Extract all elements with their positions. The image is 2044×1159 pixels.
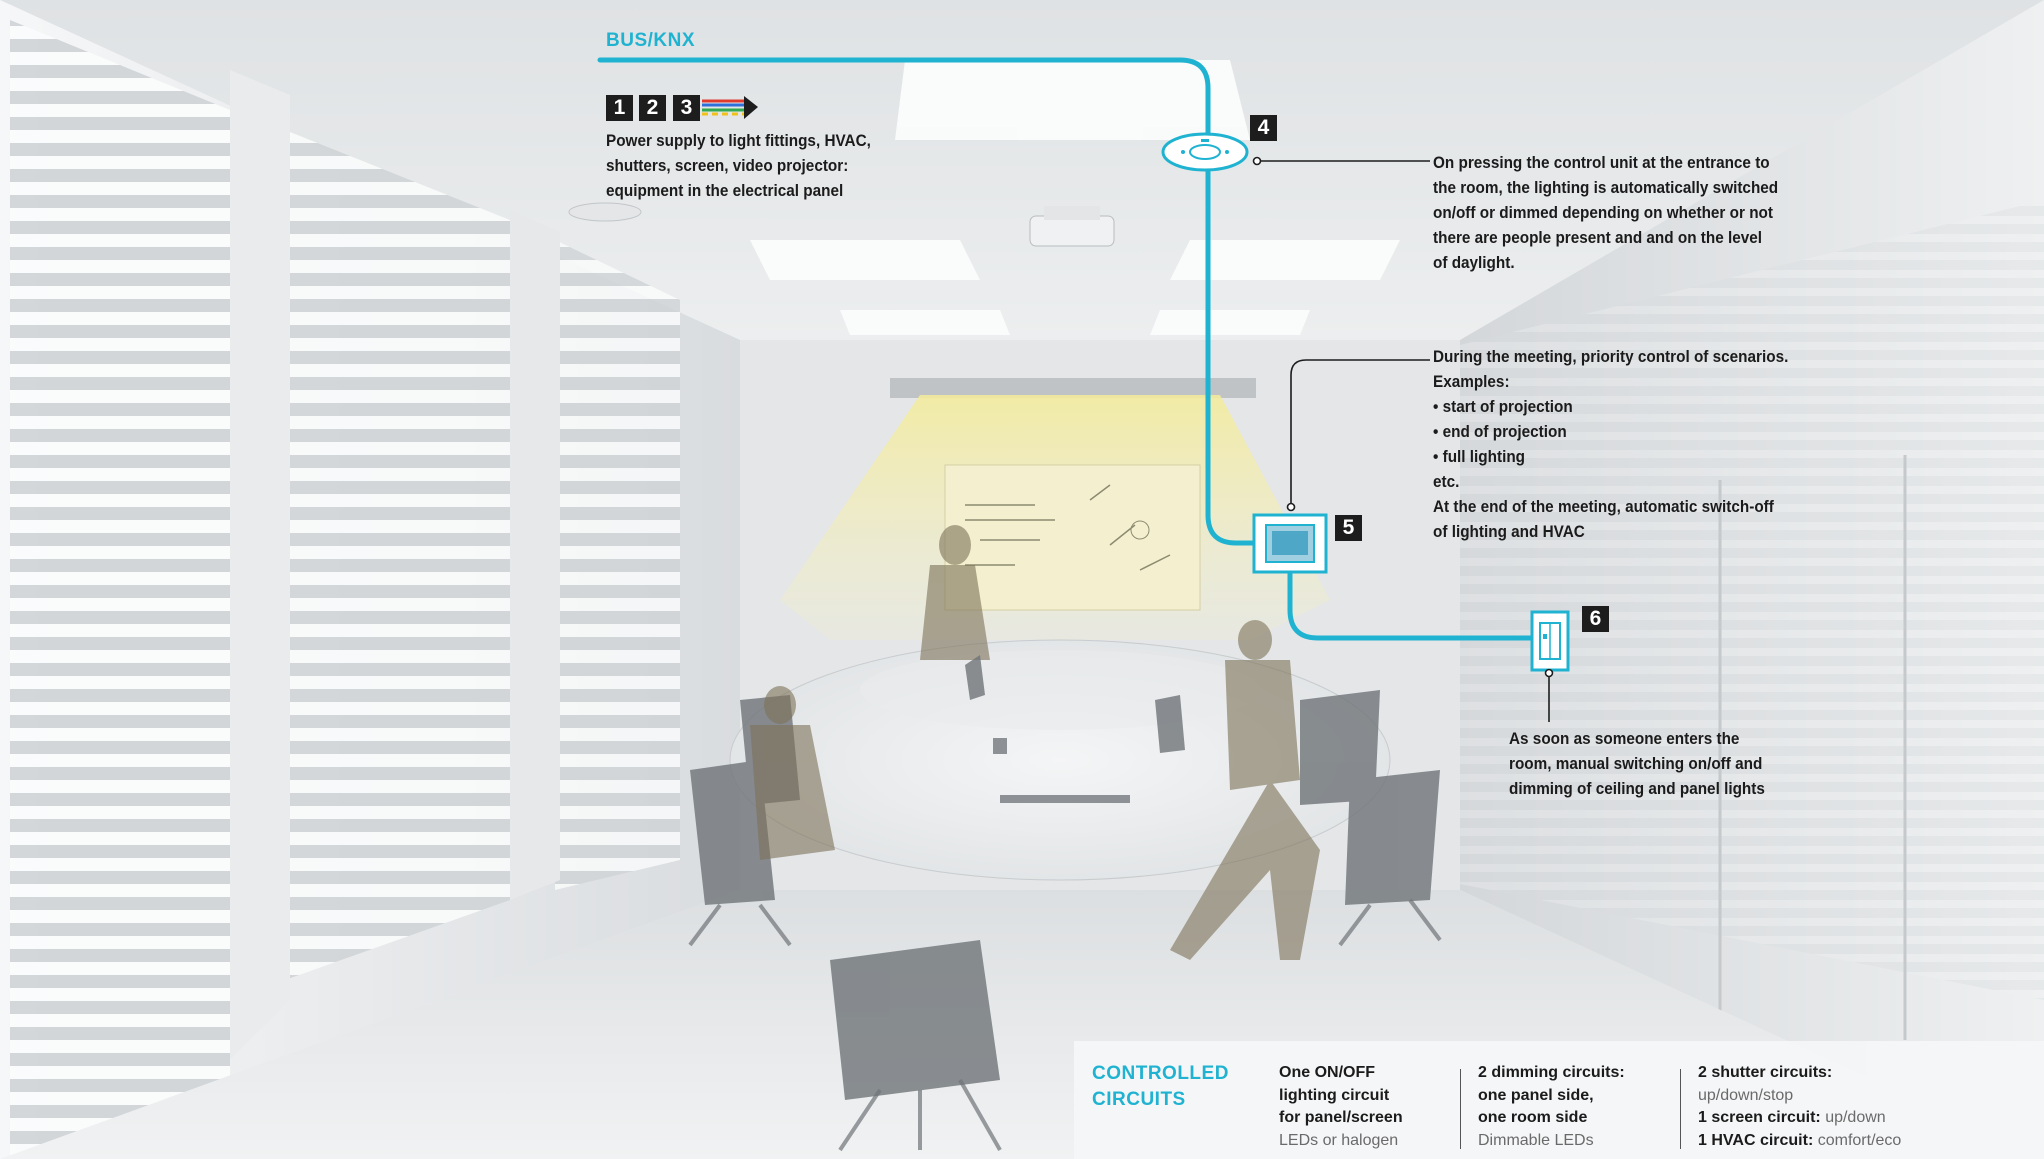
circuit-col-lighting: One ON/OFF lighting circuit for panel/sc… <box>1279 1062 1403 1152</box>
callout-5-line-7: At the end of the meeting, automatic swi… <box>1433 497 1774 516</box>
column-divider-1 <box>1460 1069 1461 1149</box>
callout-4-line-3: on/off or dimmed depending on whether or… <box>1433 203 1773 222</box>
callout-6-text: As soon as someone enters the room, manu… <box>1509 726 1765 801</box>
controlled-circuits-panel: CONTROLLED CIRCUITS One ON/OFF lighting … <box>1074 1041 2044 1159</box>
marker-4: 4 <box>1250 115 1277 141</box>
controlled-circuits-title: CONTROLLED CIRCUITS <box>1092 1061 1229 1113</box>
marker-2: 2 <box>639 95 666 121</box>
callout-5-line-2: Examples: <box>1433 372 1510 391</box>
circuit-col-other: 2 shutter circuits: up/down/stop 1 scree… <box>1698 1062 1901 1152</box>
left-window-blinds-1 <box>10 20 230 1159</box>
callout-4-line-2: the room, the lighting is automatically … <box>1433 178 1779 197</box>
left-window-blinds-3 <box>555 240 680 890</box>
bus-cable <box>597 57 1538 641</box>
supply-description: Power supply to light fittings, HVAC, sh… <box>606 128 871 203</box>
presence-detector <box>1161 132 1249 172</box>
callout-leaders <box>1252 156 1554 722</box>
whiteboard <box>944 464 1201 611</box>
column-divider-2 <box>1680 1069 1681 1149</box>
marker-6: 6 <box>1582 606 1609 632</box>
ceiling <box>0 0 2044 340</box>
circuit-col-dimming: 2 dimming circuits: one panel side, one … <box>1478 1062 1625 1152</box>
callout-5-text: During the meeting, priority control of … <box>1433 344 1788 544</box>
callout-5-line-3: • start of projection <box>1433 397 1573 416</box>
hvac-circuit-label: 1 HVAC circuit: <box>1698 1131 1814 1149</box>
marker-1: 1 <box>606 95 633 121</box>
callout-5-line-1: During the meeting, priority control of … <box>1433 347 1789 366</box>
supply-line-3: equipment in the electrical panel <box>606 181 844 200</box>
callout-4-text: On pressing the control unit at the entr… <box>1433 150 1778 275</box>
callout-5-line-4: • end of projection <box>1433 422 1567 441</box>
col2-line-3: one room side <box>1478 1109 1588 1126</box>
screen-circuit-label: 1 screen circuit: <box>1698 1109 1821 1126</box>
callout-5-line-5: • full lighting <box>1433 447 1526 466</box>
callout-5-line-8: of lighting and HVAC <box>1433 522 1585 541</box>
col2-line-1: 2 dimming circuits: <box>1478 1064 1625 1081</box>
wall-switch <box>1530 610 1570 672</box>
chairs <box>690 690 1440 1100</box>
col2-line-2: one panel side, <box>1478 1086 1594 1104</box>
callout-6-line-3: dimming of ceiling and panel lights <box>1509 779 1765 798</box>
col2-line-4: Dimmable LEDs <box>1478 1131 1594 1149</box>
supply-line-1: Power supply to light fittings, HVAC, <box>606 131 871 150</box>
callout-4-line-5: of daylight. <box>1433 253 1515 272</box>
marker-5: 5 <box>1335 515 1362 541</box>
supply-line-2: shutters, screen, video projector: <box>606 156 849 175</box>
ceiling-projector <box>1029 206 1115 247</box>
shutter-circuits-value: up/down/stop <box>1698 1086 1794 1104</box>
col1-line-1: One ON/OFF <box>1279 1064 1375 1081</box>
people-silhouettes <box>750 525 1320 960</box>
col1-line-4: LEDs or halogen <box>1279 1131 1399 1149</box>
title-line-2: CIRCUITS <box>1092 1089 1186 1110</box>
supply-cable-arrow <box>702 96 758 119</box>
title-line-1: CONTROLLED <box>1092 1063 1229 1084</box>
left-window-blinds-2 <box>285 130 510 980</box>
marker-3: 3 <box>673 95 700 121</box>
ceiling-light-panels <box>750 60 1400 335</box>
callout-6-line-2: room, manual switching on/off and <box>1509 754 1763 773</box>
touch-control-panel <box>1252 513 1328 574</box>
hvac-circuit-value: comfort/eco <box>1817 1131 1902 1149</box>
col1-line-3: for panel/screen <box>1279 1109 1403 1126</box>
screen-circuit-value: up/down <box>1825 1109 1886 1126</box>
callout-6-line-1: As soon as someone enters the <box>1509 729 1740 748</box>
shutter-circuits-label: 2 shutter circuits: <box>1698 1064 1833 1081</box>
callout-4-line-4: there are people present and and on the … <box>1433 228 1763 247</box>
col1-line-2: lighting circuit <box>1279 1086 1390 1104</box>
bus-knx-label: BUS/KNX <box>606 30 696 51</box>
callout-4-line-1: On pressing the control unit at the entr… <box>1433 153 1770 172</box>
callout-5-line-6: etc. <box>1433 472 1460 491</box>
